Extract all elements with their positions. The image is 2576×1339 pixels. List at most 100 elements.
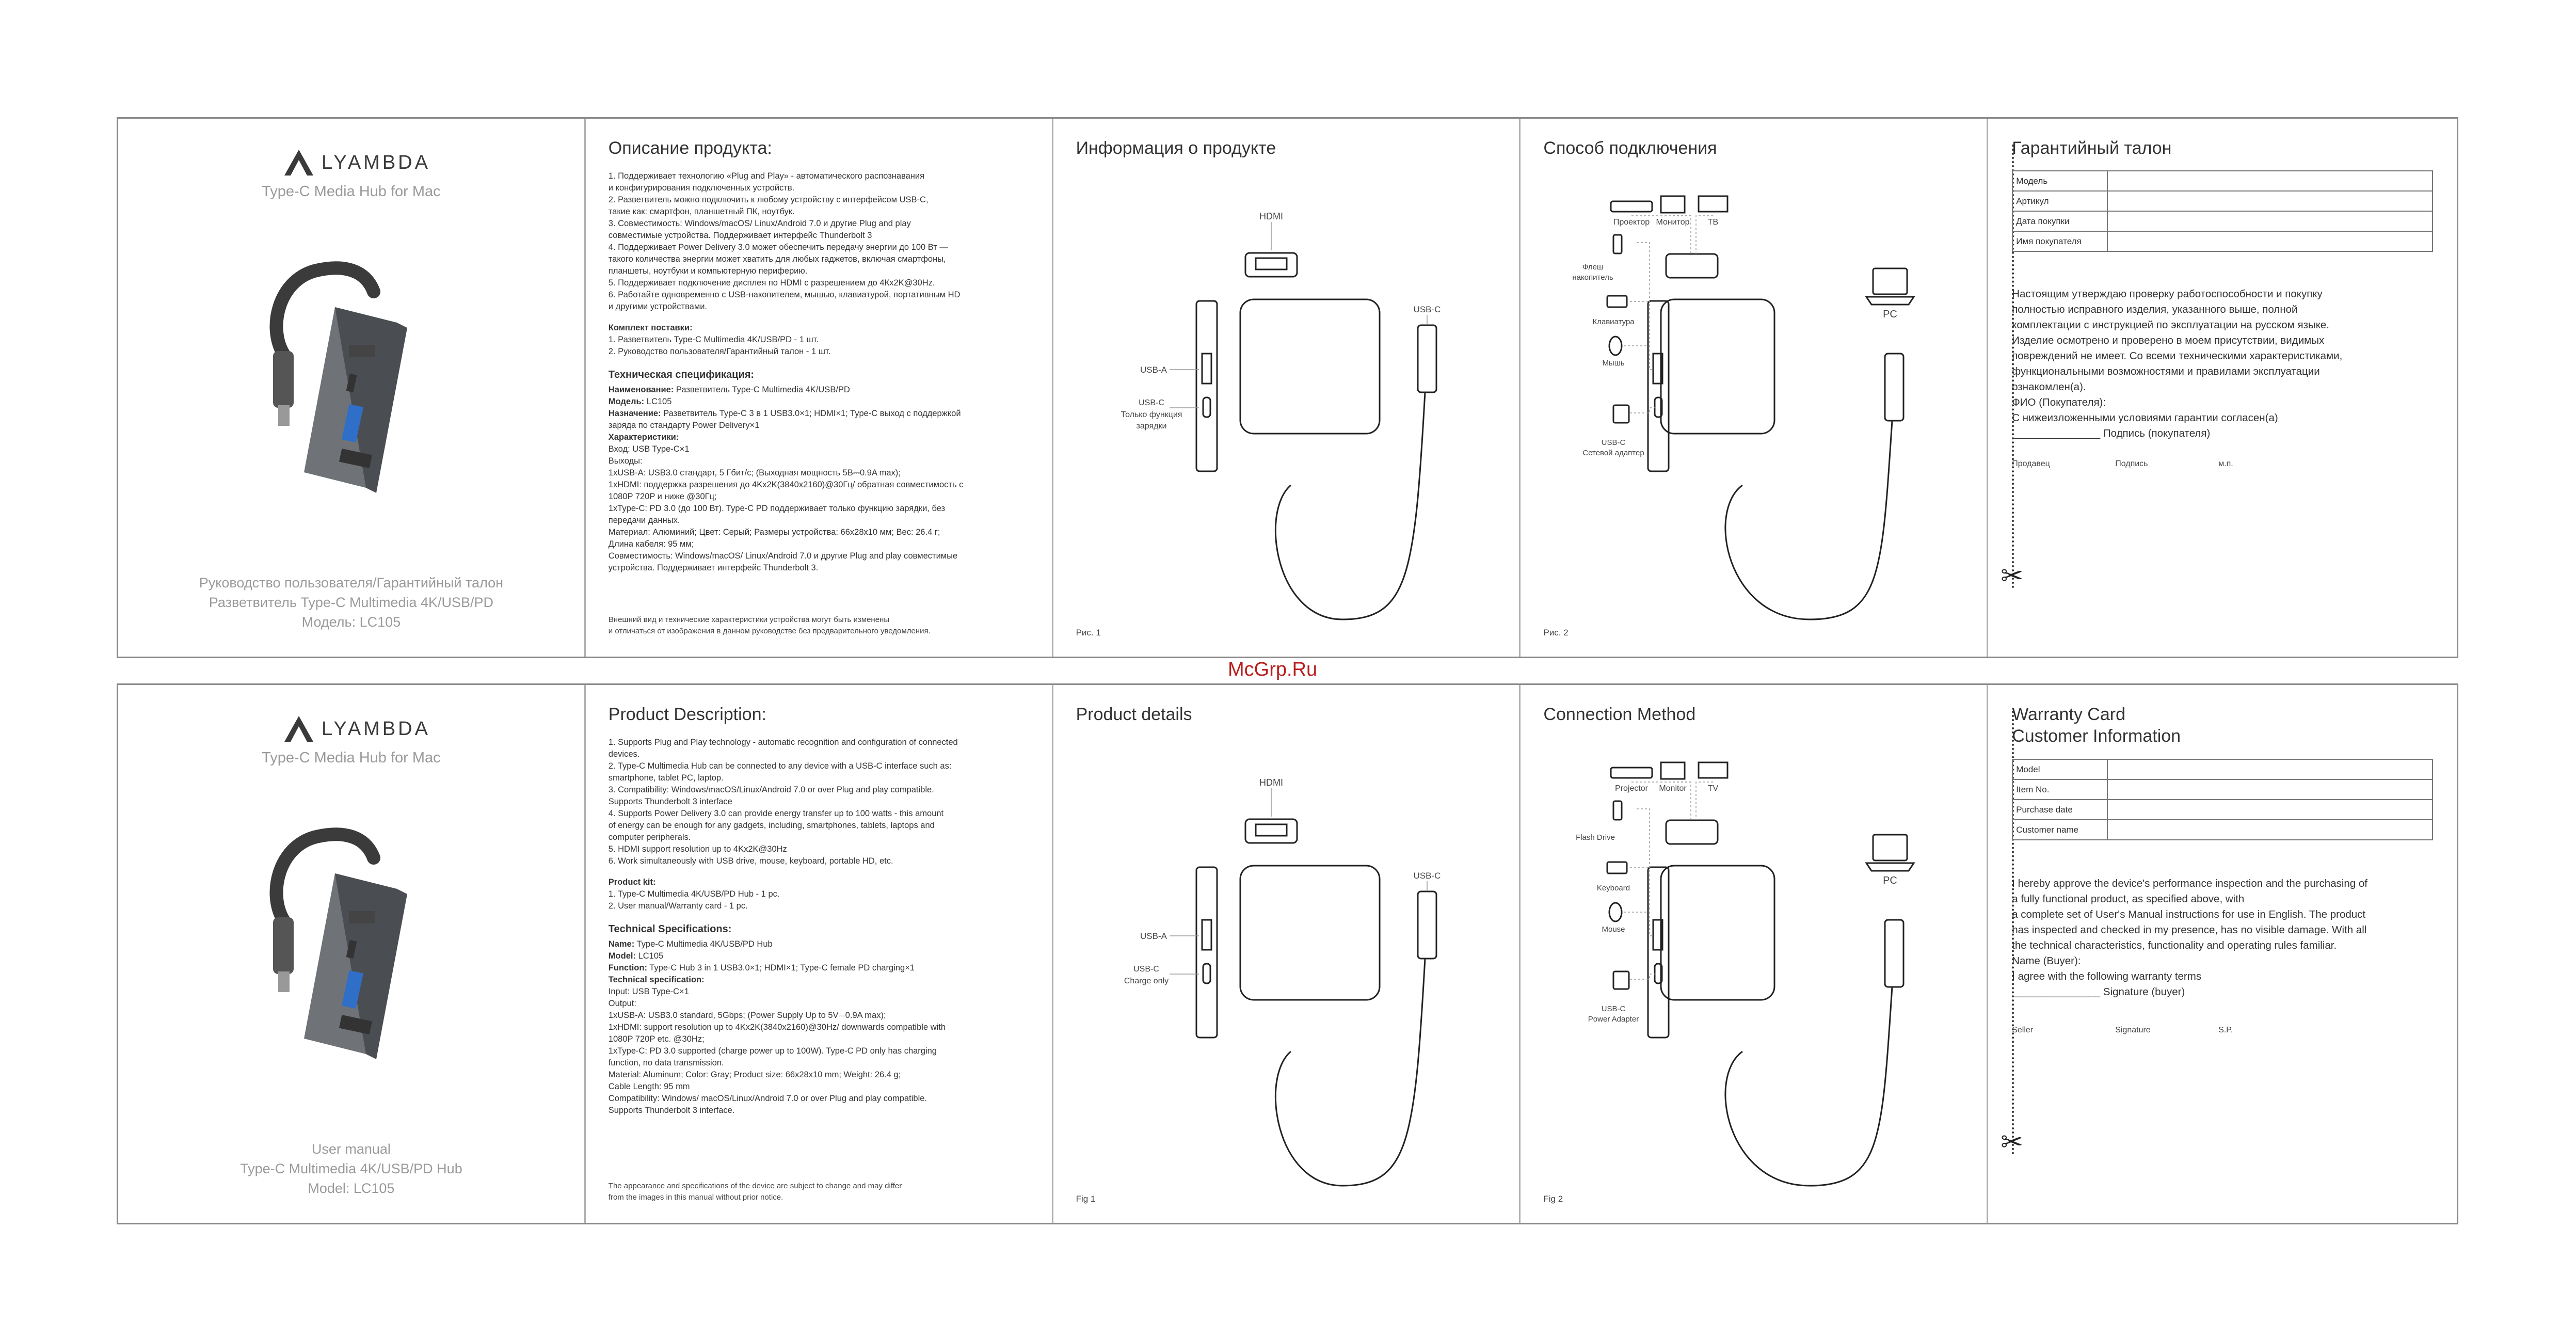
usbc-plug-icon [1417, 324, 1437, 393]
tv-label: TV [1708, 784, 1719, 793]
feature-line: 2. Type-C Multimedia Hub can be connecte… [608, 761, 952, 771]
hub-product-image [258, 817, 433, 1085]
feature-line: и другими устройствами. [608, 302, 707, 311]
spec-line: Material: Aluminum; Color: Gray; Product… [608, 1070, 901, 1079]
adapter-label: USB-C [1602, 1005, 1626, 1013]
cover-footer: User manual Type-C Multimedia 4K/USB/PD … [118, 1139, 584, 1198]
footnote: The appearance and specifications of the… [609, 1181, 1021, 1203]
feature-line: и конфигурирования подключенных устройст… [608, 183, 795, 193]
table-row: Model [2012, 759, 2434, 780]
usbc-charge-label: Charge only [1124, 977, 1168, 985]
feature-line: 1. Поддерживает технологию «Plug and Pla… [608, 171, 925, 181]
warranty-text: I hereby approve the device's performanc… [2012, 876, 2435, 1000]
figure-label: Fig 2 [1543, 1194, 1563, 1204]
stamp-label: S.P. [2218, 1026, 2233, 1034]
monitor-icon [1660, 761, 1686, 780]
power-adapter-icon [1612, 404, 1630, 424]
scissors-icon: ✂ [2001, 561, 2023, 591]
description-body: 1. Supports Plug and Play technology - a… [609, 737, 1032, 1117]
keyboard-icon [1606, 295, 1628, 308]
spec-model: Model: LC105 [608, 951, 664, 961]
feature-line: 5. HDMI support resolution up to 4Kx2K@3… [608, 844, 787, 854]
table-row: Item No. [2012, 779, 2434, 800]
flash-drive-icon [1612, 234, 1623, 254]
keyboard-label: Клавиатура [1593, 317, 1635, 326]
connection-panel: Способ подключения [1521, 119, 1989, 657]
mouse-label: Mouse [1602, 925, 1625, 934]
mouse-label: Мышь [1603, 359, 1625, 368]
cover-footer-line: User manual [311, 1141, 391, 1157]
spec-line: Вход: USB Type-C×1 [608, 444, 690, 454]
product-info-panel: Информация о продукте HDMI USB-C USB-A [1053, 119, 1521, 657]
seller-label: Seller [2012, 1026, 2034, 1034]
spec-line: передачи данных. [608, 516, 680, 525]
tv-icon [1698, 195, 1729, 213]
spec-title: Техническая спецификация: [608, 369, 755, 380]
spec-name: Name: Type-C Multimedia 4K/USB/PD Hub [608, 939, 773, 949]
projector-label: Projector [1615, 784, 1649, 793]
laptop-icon [1872, 834, 1908, 862]
cover-subtitle: Type-C Media Hub for Mac [262, 750, 441, 766]
usba-port-icon [1652, 353, 1663, 385]
connection-diagram: Проектор Монитор ТВ PC Флеш накопитель К… [1573, 195, 1916, 620]
feature-line: of energy can be enough for any gadgets,… [608, 821, 935, 830]
panel-subtitle: Customer Information [2012, 726, 2181, 746]
panel-title: Гарантийный талон [2012, 138, 2172, 158]
warranty-panel: ✂ Гарантийный талон Модель Артикул Дата … [1988, 119, 2457, 657]
description-panel: Описание продукта: 1. Поддерживает техно… [586, 119, 1053, 657]
connection-panel: Connection Method [1521, 685, 1989, 1223]
signature-label: Подпись [2115, 459, 2148, 468]
signature-row: Seller Signature S.P. [2012, 1026, 2322, 1035]
description-body: 1. Поддерживает технологию «Plug and Pla… [609, 170, 1032, 574]
cable-icon [1724, 420, 1893, 620]
spec-line: Выходы: [608, 456, 643, 466]
table-row: Purchase date [2012, 799, 2434, 820]
hdmi-plug-icon [1665, 253, 1719, 279]
spec-purpose: Назначение: Разветвитель Type-C 3 в 1 US… [608, 409, 961, 418]
kit-list: 1. Type-C Multimedia 4K/USB/PD Hub - 1 p… [609, 888, 1032, 912]
kit-item: 1. Type-C Multimedia 4K/USB/PD Hub - 1 p… [608, 889, 780, 899]
spec-line: 1xUSB-A: USB3.0 standard, 5Gbps; (Power … [608, 1011, 886, 1020]
flash-drive-icon [1612, 800, 1623, 821]
usba-label: USB-A [1140, 365, 1167, 375]
cable-icon [1724, 986, 1893, 1187]
usbc-charge-label: USB-C [1133, 965, 1159, 974]
hub-side-icon [1195, 866, 1218, 1039]
laptop-icon [1872, 267, 1908, 295]
panel-title: Описание продукта: [608, 138, 772, 158]
feature-line: такие как: смартфон, планшетный ПК, ноут… [608, 207, 795, 216]
footnote-line: Внешний вид и технические характеристики… [608, 615, 890, 624]
brand-name: LYAMBDA [322, 718, 430, 740]
laptop-base-icon [1865, 862, 1916, 872]
spec-line: Input: USB Type-C×1 [608, 987, 689, 996]
kit-list: 1. Разветвитель Type-C Multimedia 4K/USB… [609, 334, 1032, 358]
monitor-icon [1660, 195, 1686, 214]
mouse-icon [1608, 336, 1623, 356]
warranty-text-line: a complete set of User's Manual instruct… [2012, 908, 2366, 920]
hdmi-port-icon [1255, 823, 1288, 837]
kit-title: Product kit: [608, 878, 656, 887]
monitor-label: Монитор [1656, 218, 1690, 227]
usbc-port-icon [1202, 396, 1211, 418]
usbc-port-icon [1654, 396, 1663, 418]
usbc-port-icon [1654, 963, 1663, 984]
kit-item: 2. User manual/Warranty card - 1 pc. [608, 901, 748, 911]
warranty-text-line: _______________ Подпись (покупателя) [2012, 427, 2211, 439]
spec-line: 1080P 720P и ниже @30Гц; [608, 492, 717, 501]
usba-port-icon [1201, 353, 1212, 385]
spec-line: Output: [608, 999, 636, 1008]
feature-list: 1. Supports Plug and Play technology - a… [609, 737, 1032, 867]
warranty-text-line: Настоящим утверждаю проверку работоспосо… [2012, 288, 2323, 300]
feature-line: планшеты, ноутбуки и компьютерную перифе… [608, 266, 808, 276]
warranty-text-line: I agree with the following warranty term… [2012, 970, 2202, 982]
usbc-charge-label: зарядки [1136, 422, 1166, 431]
feature-line: 4. Поддерживает Power Delivery 3.0 может… [608, 243, 948, 252]
warranty-text: Настоящим утверждаю проверку работоспосо… [2012, 286, 2435, 441]
hub-side-icon [1647, 300, 1670, 472]
tv-icon [1698, 761, 1729, 779]
flash-drive-label: Flash Drive [1576, 833, 1615, 842]
brand-logo: LYAMBDA [283, 149, 430, 177]
feature-line: 1. Supports Plug and Play technology - a… [608, 738, 958, 747]
warranty-table: Модель Артикул Дата покупки Имя покупате… [2012, 170, 2434, 252]
